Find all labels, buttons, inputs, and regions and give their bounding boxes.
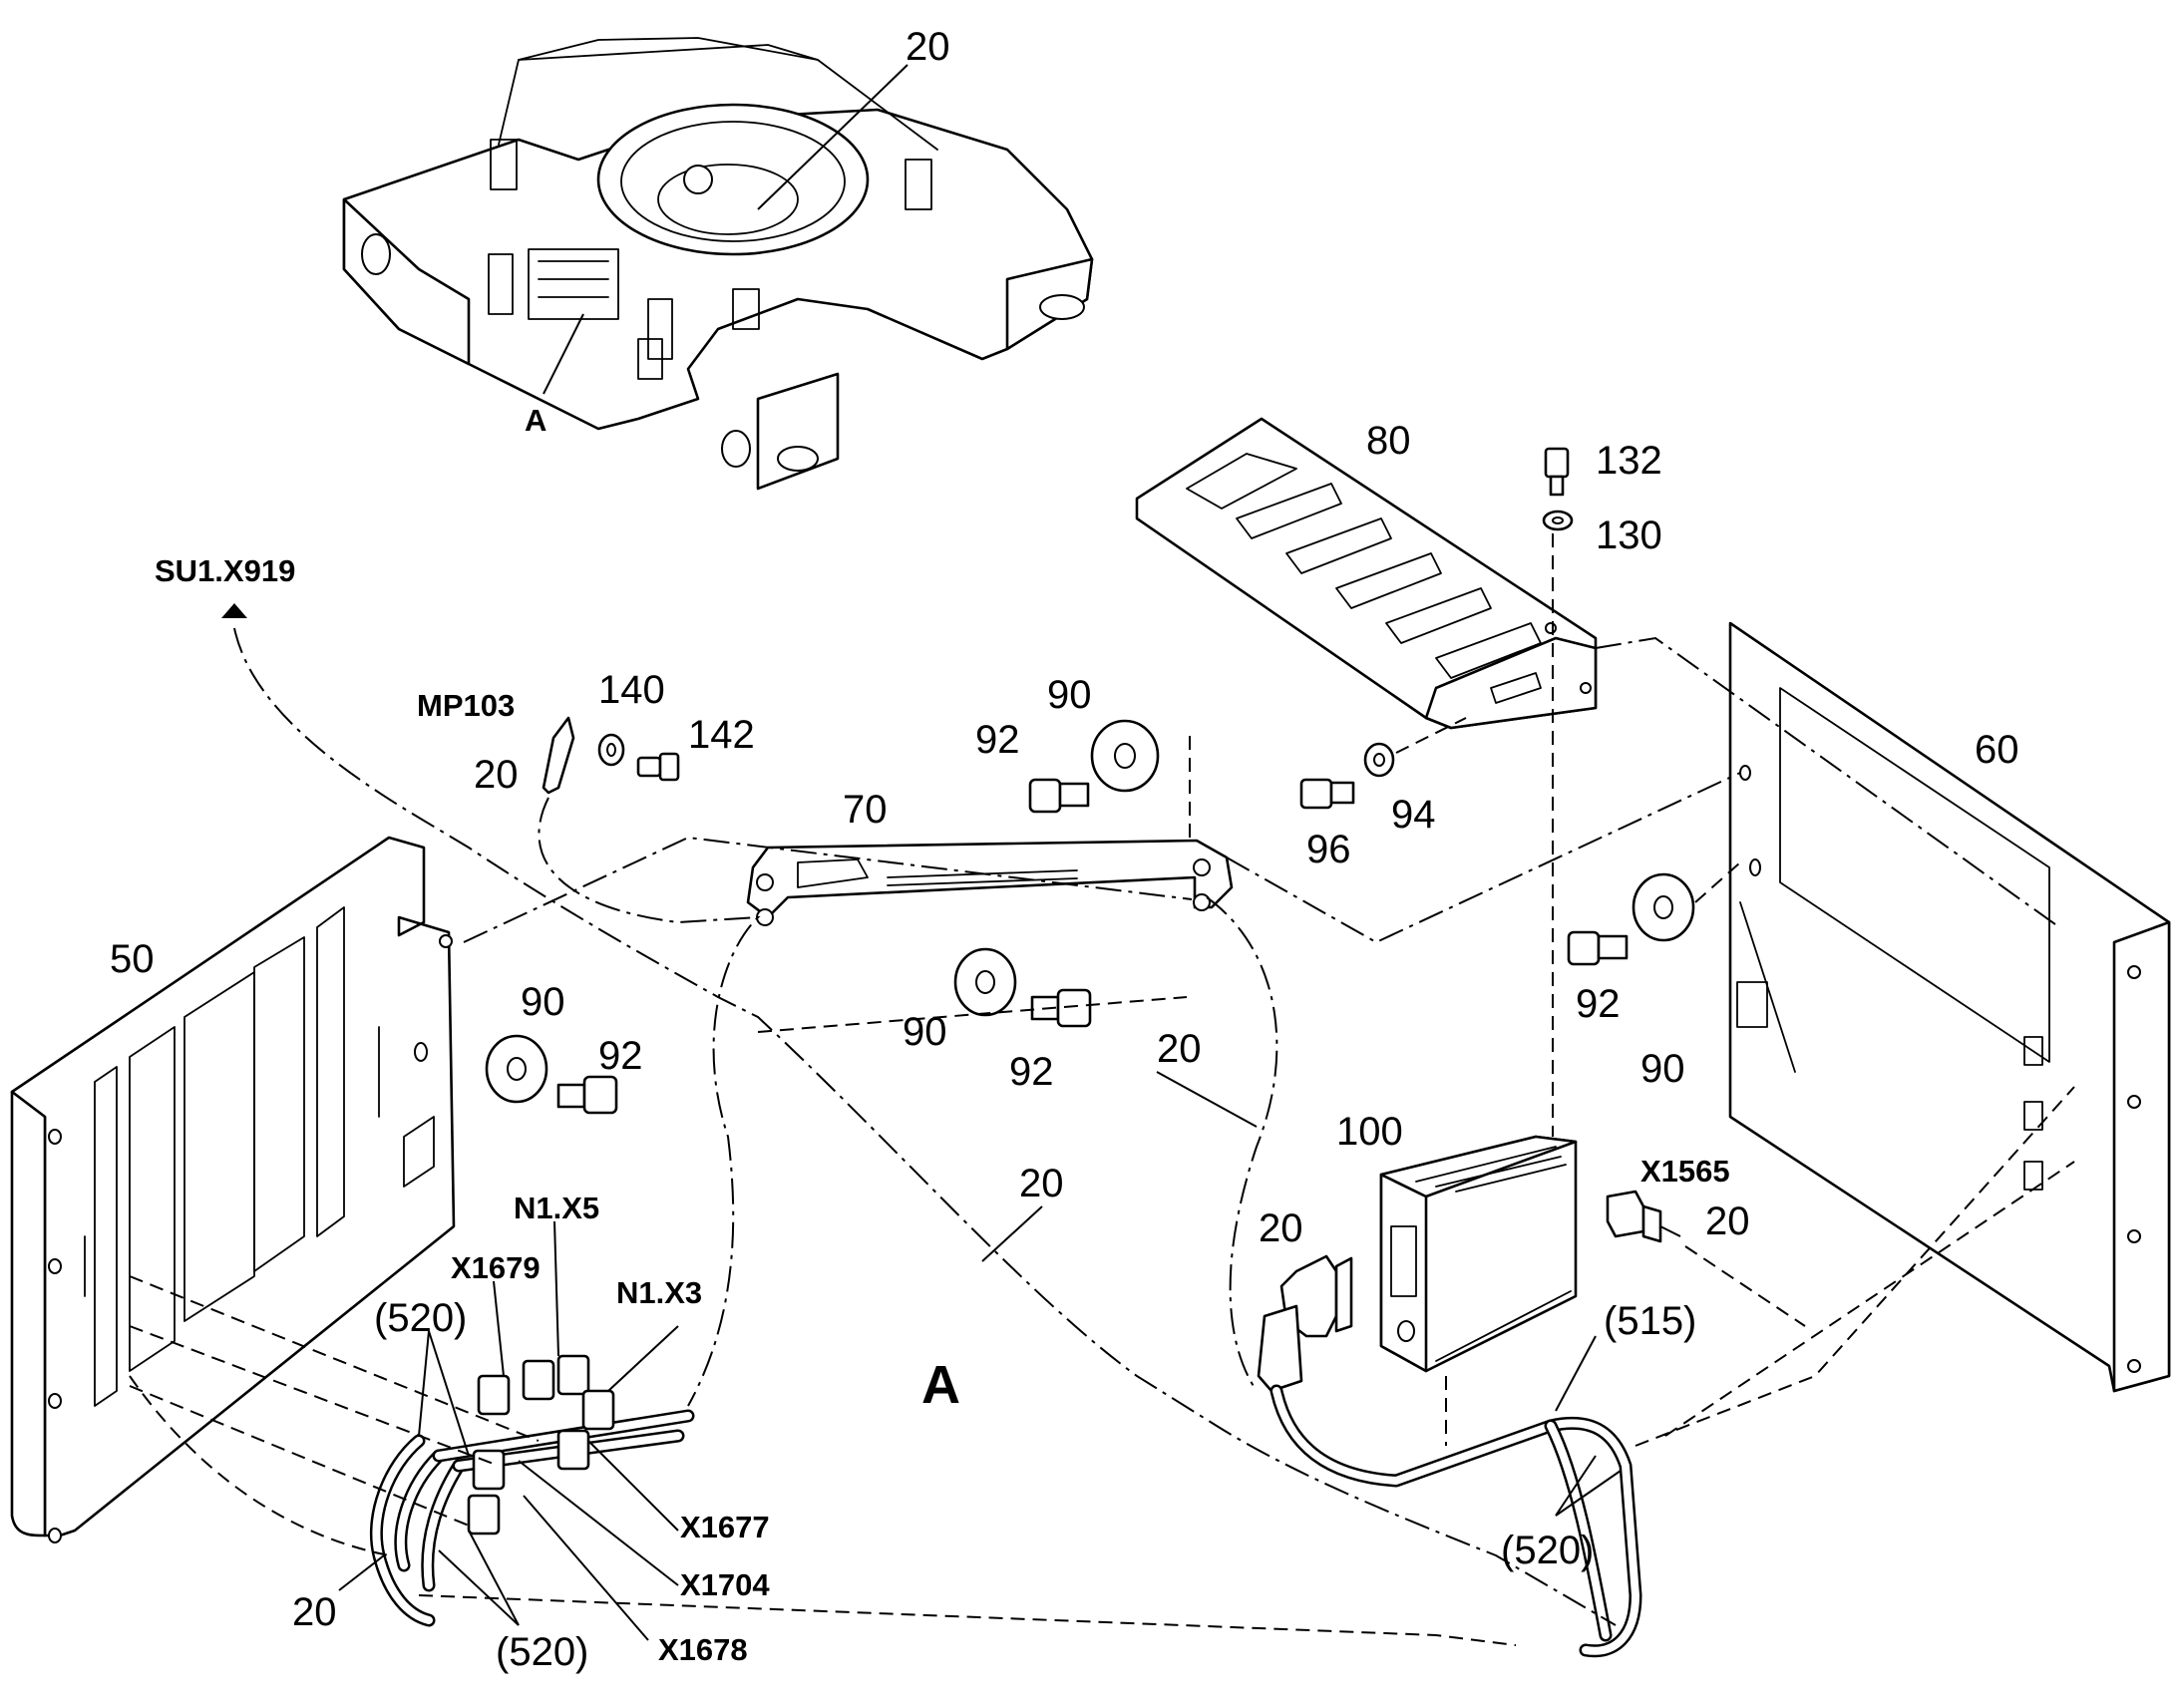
dash-90-right <box>1694 861 1741 903</box>
dash-100-60 <box>1445 1086 2075 1447</box>
callout-20-mp103: 20 <box>474 753 519 797</box>
machine-frame-overview <box>342 37 1094 491</box>
connector-x1704: X1704 <box>680 1567 770 1602</box>
callout-94: 94 <box>1391 793 1436 837</box>
mounting-plate-50 <box>10 836 456 1543</box>
callout-96: 96 <box>1306 828 1351 871</box>
connector-x1565-part <box>1606 1190 1681 1243</box>
washer-94-hole <box>1373 753 1385 767</box>
dash-94-80 <box>1395 717 1467 754</box>
view-a-marker: A <box>525 403 546 438</box>
connector-x1679: X1679 <box>451 1250 541 1285</box>
dash-90-middle <box>757 996 1188 1033</box>
screw-92-left <box>556 1075 618 1115</box>
washer-130-hole <box>1552 516 1564 524</box>
callout-520-left-bottom: (520) <box>496 1630 588 1674</box>
screw-92-middle <box>1030 988 1092 1028</box>
callout-50: 50 <box>110 937 155 981</box>
callout-80: 80 <box>1366 419 1411 463</box>
dash-x1565 <box>1684 1245 1806 1327</box>
leader-x1677 <box>587 1440 679 1532</box>
cable-harness-left <box>369 1354 695 1627</box>
callout-70: 70 <box>843 788 888 832</box>
dash-harness-lower <box>129 1375 1517 1646</box>
callout-515: (515) <box>1604 1299 1696 1343</box>
cable-harness-right <box>1270 1384 1642 1658</box>
mounting-plate-60 <box>1728 621 2171 1393</box>
screw-132 <box>1544 447 1570 497</box>
callout-92-right: 92 <box>1576 982 1621 1026</box>
leader-515 <box>1555 1335 1597 1412</box>
callout-520-right: (520) <box>1501 1529 1594 1572</box>
cable-route-plug <box>1206 896 1278 1392</box>
cable-route-mp103 <box>538 797 761 1407</box>
test-point-mp103 <box>542 716 575 795</box>
chain-70-60 <box>1226 772 1741 944</box>
callout-90-upper: 90 <box>1047 673 1092 717</box>
bracket-70 <box>746 839 1234 926</box>
tray-80 <box>1135 417 1598 730</box>
controller-100 <box>1379 1135 1578 1373</box>
leader-520-left-bottom-a <box>468 1530 520 1626</box>
callout-100: 100 <box>1336 1110 1403 1154</box>
callout-60: 60 <box>1975 728 2019 772</box>
screw-92-upper <box>1028 778 1090 814</box>
leader-x1678 <box>523 1495 649 1641</box>
callout-20-x1565: 20 <box>1705 1199 1750 1243</box>
callout-92-left: 92 <box>598 1034 643 1078</box>
leader-a-frame <box>543 313 584 395</box>
washer-140-hole <box>606 743 616 757</box>
connector-su1-x919: SU1.X919 <box>155 553 295 588</box>
leader-520-right-b <box>1555 1470 1622 1517</box>
callout-20-middle: 20 <box>1019 1162 1064 1205</box>
callout-130: 130 <box>1596 513 1662 557</box>
callout-20-frame: 20 <box>906 25 950 69</box>
leader-20-left <box>338 1554 385 1591</box>
callout-90-right: 90 <box>1640 1047 1685 1091</box>
cable-route-su1 <box>233 627 1617 1626</box>
callout-520-left-top: (520) <box>374 1296 467 1340</box>
dash-50-harness <box>129 1275 540 1527</box>
screw-96 <box>1299 778 1355 810</box>
callout-142: 142 <box>688 713 755 757</box>
chain-50-70 <box>463 836 1193 943</box>
screw-142 <box>636 752 680 782</box>
washer-90-middle-hole <box>975 970 995 994</box>
callout-20-plug: 20 <box>1259 1206 1303 1250</box>
connector-mp103: MP103 <box>417 688 515 723</box>
callout-20-left: 20 <box>292 1590 337 1634</box>
washer-90-right-hole <box>1653 895 1673 919</box>
callout-132: 132 <box>1596 439 1662 483</box>
leader-520-left-top-a <box>418 1330 430 1437</box>
leader-520-left-top-b <box>428 1330 470 1457</box>
view-a-label: A <box>921 1355 960 1415</box>
callout-92-middle: 92 <box>1009 1050 1054 1094</box>
callout-20-middle-right: 20 <box>1157 1027 1202 1071</box>
leader-520-left-bottom-b <box>438 1549 520 1626</box>
connector-x1677: X1677 <box>680 1510 770 1544</box>
washer-90-upper-hole <box>1114 743 1136 769</box>
washer-90-left-hole <box>507 1057 527 1081</box>
leader-20-middle-right <box>1156 1071 1258 1128</box>
connector-x1565: X1565 <box>1640 1154 1730 1189</box>
screw-92-right <box>1567 930 1629 966</box>
chain-80-60 <box>1595 636 2060 928</box>
callout-90-left: 90 <box>521 980 565 1024</box>
connector-n1-x5: N1.X5 <box>514 1191 599 1225</box>
callout-140: 140 <box>598 668 665 712</box>
leader-n1-x3 <box>607 1325 679 1392</box>
leader-20-frame <box>757 64 908 210</box>
leader-x1679 <box>493 1280 505 1377</box>
connector-n1-x3: N1.X3 <box>616 1275 702 1310</box>
leader-20-middle <box>981 1205 1043 1262</box>
leader-520-right-a <box>1555 1455 1597 1517</box>
leader-n1-x5 <box>553 1220 559 1357</box>
arrow-up-icon <box>221 603 247 618</box>
leader-x1704 <box>518 1460 679 1586</box>
callout-92-upper: 92 <box>975 718 1020 762</box>
controller-plug <box>1257 1254 1353 1393</box>
connector-x1678: X1678 <box>658 1632 748 1667</box>
